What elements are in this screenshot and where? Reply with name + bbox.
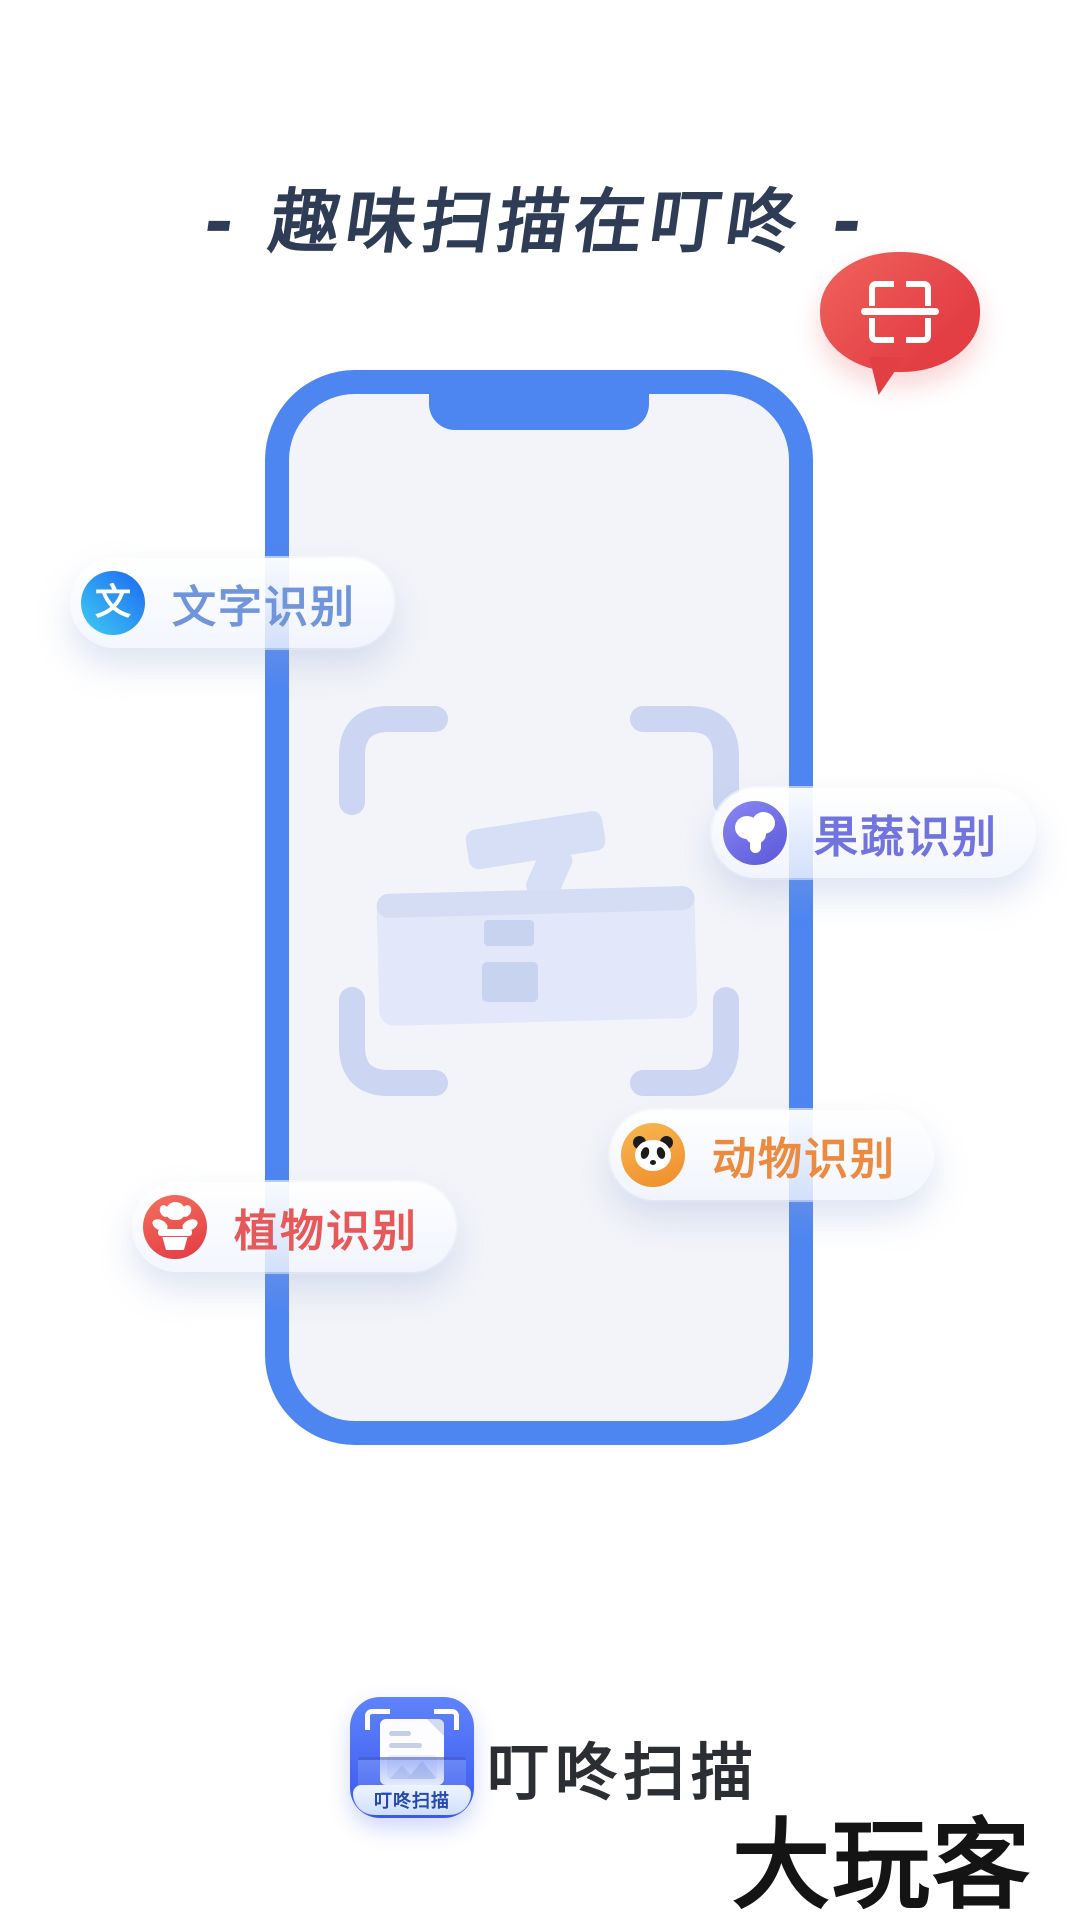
scanner-tray-icon [358, 1757, 466, 1790]
feature-label: 植物识别 [234, 1206, 418, 1257]
folded-corner-icon [427, 1719, 444, 1736]
broccoli-icon [723, 801, 787, 865]
feature-label: 果蔬识别 [814, 812, 998, 863]
phone-mockup [265, 370, 813, 1445]
app-icon[interactable]: 叮咚扫描 [350, 1697, 474, 1818]
scan-bubble[interactable] [820, 252, 980, 372]
plant-icon [143, 1195, 207, 1259]
scan-frame-icon [861, 281, 939, 343]
feature-pill-animal-recognition[interactable]: 动物识别 [610, 1110, 934, 1200]
phone-notch [429, 394, 649, 430]
scan-corner-icon [869, 281, 894, 306]
app-icon-caption: 叮咚扫描 [353, 1785, 471, 1815]
feature-pill-fruit-veg-recognition[interactable]: 果蔬识别 [712, 788, 1036, 878]
text-recognition-icon: 文 [81, 571, 145, 635]
feature-pill-plant-recognition[interactable]: 植物识别 [132, 1182, 456, 1272]
feature-label: 动物识别 [712, 1134, 896, 1185]
scan-corner-icon [906, 281, 931, 306]
app-name: 叮咚扫描 [487, 1736, 760, 1809]
scan-corner-icon [365, 1709, 390, 1730]
panda-icon [621, 1123, 685, 1187]
feature-pill-text-recognition[interactable]: 文 文字识别 [70, 558, 394, 648]
viewfinder-corners-icon [339, 706, 739, 1096]
watermark: 大玩客 [732, 1809, 1033, 1914]
scan-corner-icon [906, 318, 931, 343]
printer-document-illustration [376, 811, 698, 1026]
feature-label: 文字识别 [172, 582, 356, 633]
text-glyph: 文 [94, 582, 131, 623]
scan-line-icon [861, 308, 939, 315]
scan-corner-icon [869, 318, 894, 343]
scan-corner-icon [434, 1709, 459, 1730]
